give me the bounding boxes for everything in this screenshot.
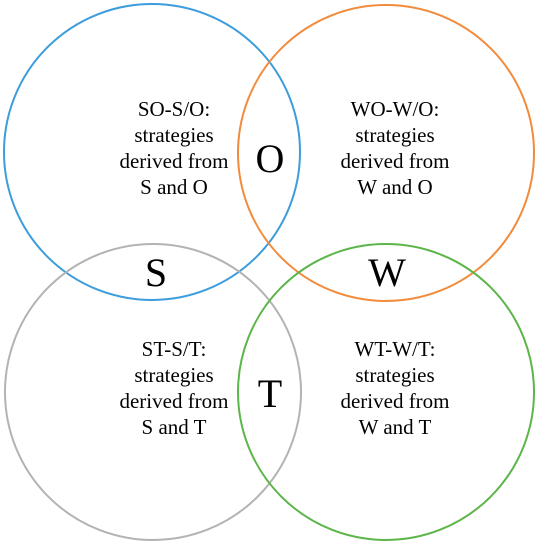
wo-line3: W and O: [357, 175, 433, 199]
so-line3: S and O: [140, 175, 208, 199]
wo-title: WO-W/O:: [350, 97, 440, 121]
wt-line3: W and T: [358, 415, 432, 439]
wo-quadrant-text: WO-W/O: strategies derived from W and O: [305, 96, 485, 200]
st-line3: S and T: [141, 415, 207, 439]
letter-t: T: [257, 371, 283, 416]
st-line1: strategies: [134, 363, 214, 387]
wo-line1: strategies: [355, 123, 435, 147]
wt-title: WT-W/T:: [354, 337, 436, 361]
st-quadrant-text: ST-S/T: strategies derived from S and T: [84, 336, 264, 440]
wt-line1: strategies: [355, 363, 435, 387]
st-circle: [4, 243, 302, 541]
so-line1: strategies: [134, 123, 214, 147]
so-line2: derived from: [119, 149, 229, 173]
wo-line2: derived from: [340, 149, 450, 173]
st-title: ST-S/T:: [141, 337, 207, 361]
so-quadrant-text: SO-S/O: strategies derived from S and O: [84, 96, 264, 200]
letter-w: W: [368, 250, 406, 295]
so-title: SO-S/O:: [137, 97, 211, 121]
st-line2: derived from: [119, 389, 229, 413]
wt-line2: derived from: [340, 389, 450, 413]
letter-s: S: [144, 250, 168, 295]
wt-quadrant-text: WT-W/T: strategies derived from W and T: [305, 336, 485, 440]
wt-circle: [237, 243, 535, 541]
wo-circle: [237, 4, 535, 302]
so-circle: [3, 3, 301, 301]
letter-o: O: [255, 136, 285, 181]
